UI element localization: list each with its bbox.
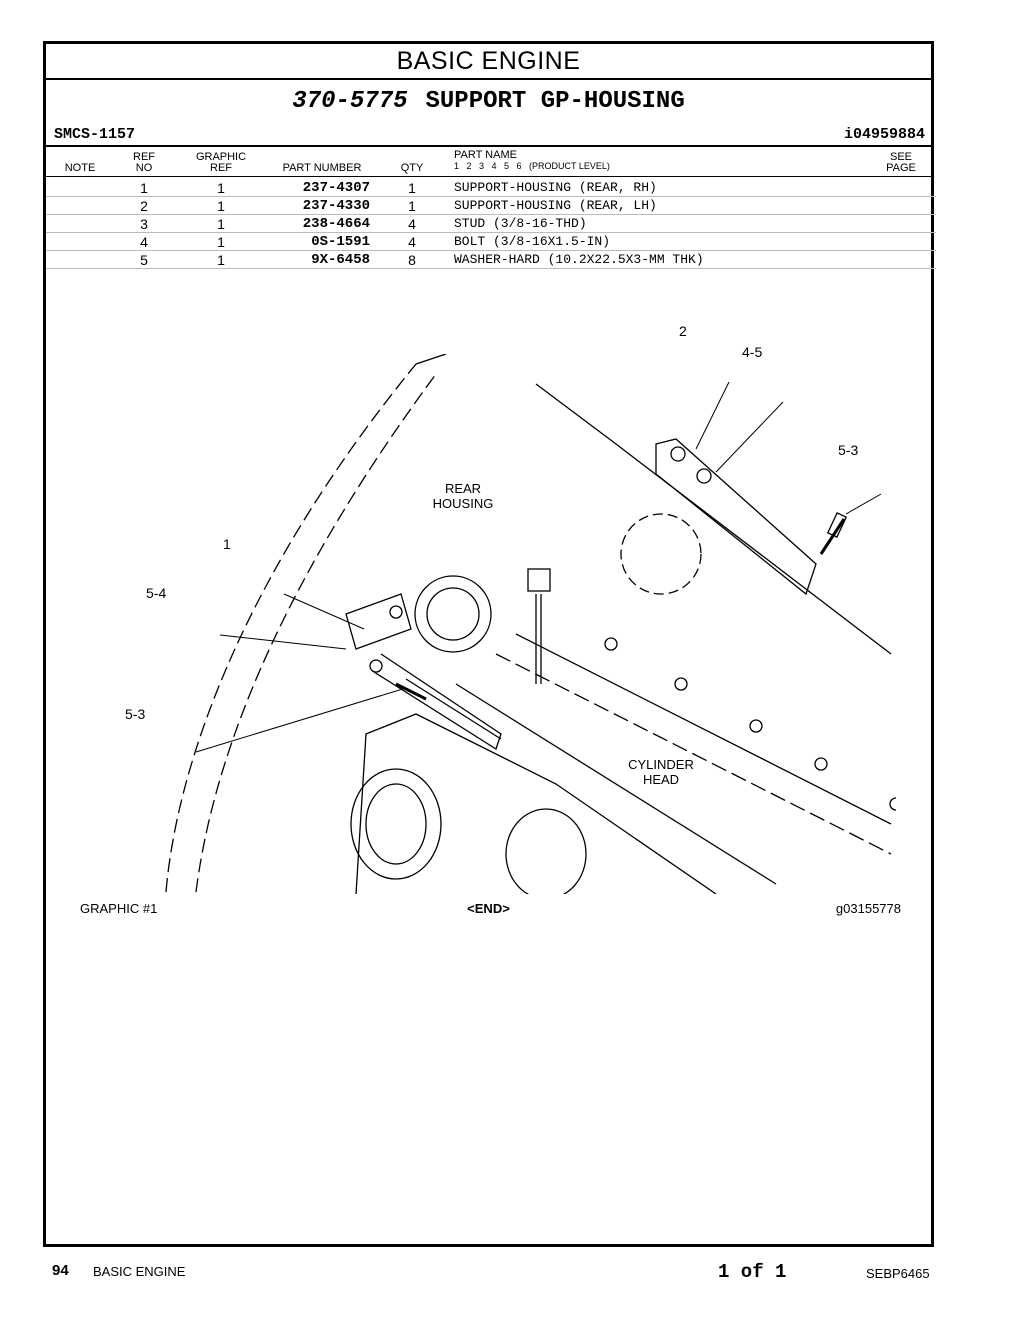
- callout-5-4[interactable]: 5-4: [146, 585, 167, 601]
- col-see-2: PAGE: [886, 162, 916, 174]
- row-qty: 4: [408, 216, 416, 232]
- callout-5-3-lower[interactable]: 5-3: [125, 706, 146, 722]
- label-cylinder-head-line-2: HEAD: [642, 772, 680, 787]
- label-rear-housing-line-2: HOUSING: [432, 496, 494, 511]
- table-row: 5 1 9X-6458 8 WASHER-HARD (10.2X22.5X3-M…: [46, 250, 936, 269]
- row-part-number[interactable]: 237-4307: [302, 180, 370, 196]
- row-part-name: BOLT (3/8-16X1.5-IN): [454, 234, 611, 249]
- col-see-1: SEE: [889, 151, 912, 163]
- end-mark: <END>: [467, 901, 510, 916]
- col-part-name: PART NAME: [454, 149, 517, 161]
- row-ref: 1: [140, 180, 148, 196]
- row-part-number[interactable]: 0S-1591: [311, 234, 370, 250]
- info-id: i04959884: [843, 126, 925, 143]
- row-qty: 4: [408, 234, 416, 250]
- row-qty: 8: [408, 252, 416, 268]
- row-ref: 5: [140, 252, 148, 268]
- callout-2[interactable]: 2: [679, 323, 687, 339]
- header-rule: [46, 145, 931, 147]
- row-graphic-ref: 1: [217, 198, 225, 214]
- row-part-name: SUPPORT-HOUSING (REAR, RH): [454, 180, 657, 195]
- group-title: 370-5775 SUPPORT GP-HOUSING: [46, 88, 931, 115]
- col-note: NOTE: [64, 162, 96, 174]
- engine-illustration: [165, 354, 896, 894]
- row-qty: 1: [408, 198, 416, 214]
- row-graphic-ref: 1: [217, 216, 225, 232]
- col-part-number: PART NUMBER: [282, 162, 362, 174]
- col-graphic-1: GRAPHIC: [195, 151, 247, 163]
- label-cylinder-head-line-1: CYLINDER: [628, 757, 694, 772]
- table-header-rule: [46, 176, 931, 177]
- footer-section: BASIC ENGINE: [93, 1264, 186, 1279]
- row-graphic-ref: 1: [217, 234, 225, 250]
- callout-1[interactable]: 1: [223, 536, 231, 552]
- table-row: 2 1 237-4330 1 SUPPORT-HOUSING (REAR, LH…: [46, 196, 936, 215]
- label-rear-housing-line-1: REAR: [444, 481, 482, 496]
- row-ref: 4: [140, 234, 148, 250]
- row-part-name: SUPPORT-HOUSING (REAR, LH): [454, 198, 657, 213]
- section-title: BASIC ENGINE: [46, 44, 931, 80]
- label-rear-housing: REAR HOUSING: [428, 481, 498, 511]
- row-graphic-ref: 1: [217, 252, 225, 268]
- row-part-number[interactable]: 238-4664: [302, 216, 370, 232]
- label-cylinder-head: CYLINDER HEAD: [621, 757, 701, 787]
- graphic-id: g03155778: [835, 901, 901, 916]
- callout-5-3-upper[interactable]: 5-3: [838, 442, 859, 458]
- col-ref-2: NO: [135, 162, 153, 174]
- footer-doc-id: SEBP6465: [866, 1266, 930, 1281]
- row-part-number[interactable]: 9X-6458: [311, 252, 370, 268]
- group-name: SUPPORT GP-HOUSING: [425, 88, 685, 115]
- col-product-level: 1 2 3 4 5 6 (PRODUCT LEVEL): [454, 161, 610, 171]
- col-qty: QTY: [400, 162, 424, 174]
- table-row: 1 1 237-4307 1 SUPPORT-HOUSING (REAR, RH…: [46, 178, 936, 197]
- callout-4-5[interactable]: 4-5: [742, 344, 763, 360]
- col-ref-1: REF: [133, 151, 155, 163]
- row-qty: 1: [408, 180, 416, 196]
- row-ref: 2: [140, 198, 148, 214]
- row-graphic-ref: 1: [217, 180, 225, 196]
- footer-page-number: 94: [52, 1262, 69, 1279]
- col-graphic-2: REF: [210, 162, 232, 174]
- footer-page-of: 1 of 1: [718, 1261, 787, 1283]
- row-part-number[interactable]: 237-4330: [302, 198, 370, 214]
- group-part-number[interactable]: 370-5775: [292, 88, 408, 115]
- table-row: 3 1 238-4664 4 STUD (3/8-16-THD): [46, 214, 936, 233]
- table-row: 4 1 0S-1591 4 BOLT (3/8-16X1.5-IN): [46, 232, 936, 251]
- row-ref: 3: [140, 216, 148, 232]
- row-part-name: WASHER-HARD (10.2X22.5X3-MM THK): [454, 252, 704, 267]
- smcs-code: SMCS-1157: [54, 126, 136, 143]
- graphic-caption: GRAPHIC #1: [80, 901, 158, 916]
- row-part-name: STUD (3/8-16-THD): [454, 216, 587, 231]
